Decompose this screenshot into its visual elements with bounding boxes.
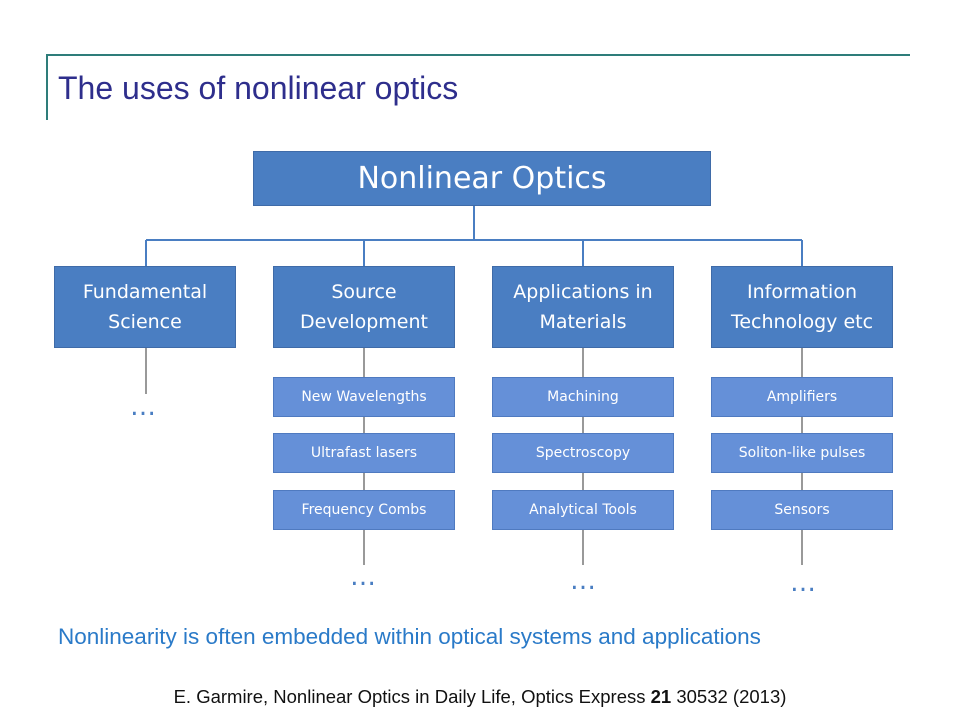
ellipsis-information-technology: … — [790, 568, 816, 598]
category-fundamental-science: Fundamental Science — [54, 266, 236, 348]
leaf-machining: Machining — [492, 377, 674, 417]
category-applications-in-materials: Applications in Materials — [492, 266, 674, 348]
citation-suffix: 30532 (2013) — [676, 686, 787, 707]
citation-prefix: E. Garmire, Nonlinear Optics in Daily Li… — [173, 686, 646, 707]
leaf-amplifiers: Amplifiers — [711, 377, 893, 417]
leaf-new-wavelengths: New Wavelengths — [273, 377, 455, 417]
ellipsis-applications-in-materials: … — [570, 566, 596, 596]
root-node: Nonlinear Optics — [253, 151, 711, 206]
summary-note: Nonlinearity is often embedded within op… — [58, 624, 761, 649]
slide-title: The uses of nonlinear optics — [58, 70, 459, 106]
ellipsis-fundamental-science: … — [130, 392, 156, 422]
leaf-spectroscopy: Spectroscopy — [492, 433, 674, 473]
decorative-rule-vertical — [46, 54, 48, 120]
leaf-ultrafast-lasers: Ultrafast lasers — [273, 433, 455, 473]
leaf-analytical-tools: Analytical Tools — [492, 490, 674, 530]
leaf-sensors: Sensors — [711, 490, 893, 530]
citation-volume: 21 — [650, 686, 672, 707]
category-source-development: Source Development — [273, 266, 455, 348]
category-information-technology: Information Technology etc — [711, 266, 893, 348]
leaf-frequency-combs: Frequency Combs — [273, 490, 455, 530]
decorative-rule-horizontal — [46, 54, 910, 56]
citation: E. Garmire, Nonlinear Optics in Daily Li… — [0, 686, 960, 708]
ellipsis-source-development: … — [350, 562, 376, 592]
leaf-soliton-like-pulses: Soliton-like pulses — [711, 433, 893, 473]
